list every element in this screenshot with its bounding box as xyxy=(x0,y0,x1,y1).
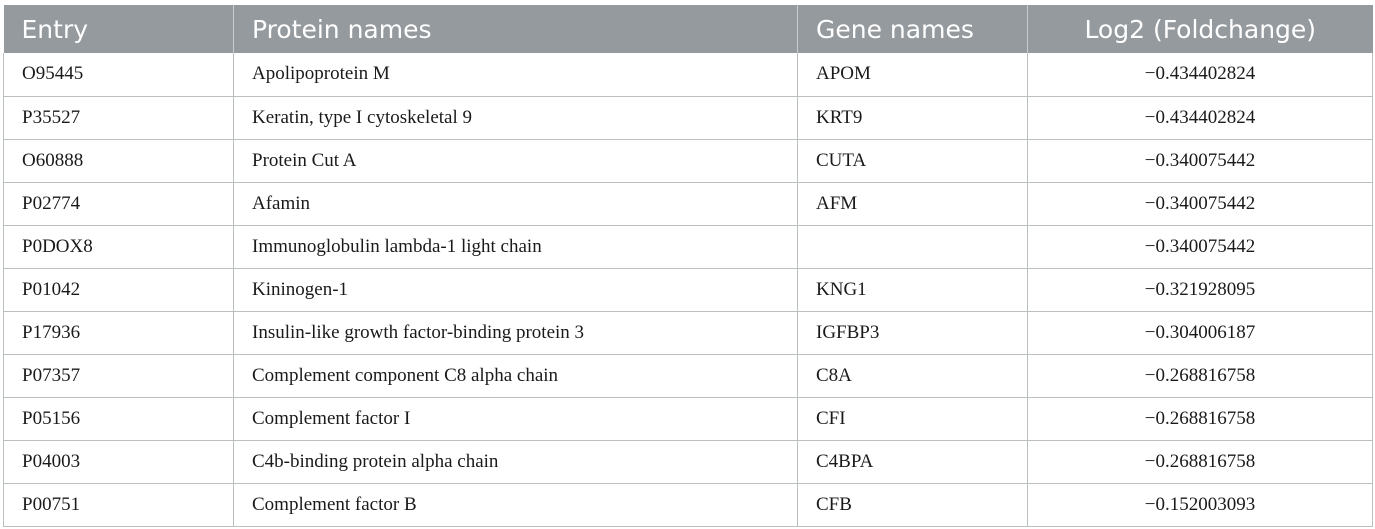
cell-gene: APOM xyxy=(797,53,1028,97)
cell-log2: −0.340075442 xyxy=(1027,224,1373,269)
cell-log2: −0.340075442 xyxy=(1027,138,1373,183)
column-header-gene: Gene names xyxy=(797,5,1028,53)
cell-protein: Complement component C8 alpha chain xyxy=(233,353,798,398)
table-header-row: Entry Protein names Gene names Log2 (Fol… xyxy=(3,5,1373,53)
protein-foldchange-table: Entry Protein names Gene names Log2 (Fol… xyxy=(3,5,1373,527)
cell-entry: P00751 xyxy=(3,482,234,527)
cell-entry: O95445 xyxy=(3,53,234,97)
cell-protein: Insulin-like growth factor-binding prote… xyxy=(233,310,798,355)
cell-entry: P35527 xyxy=(3,95,234,140)
cell-log2: −0.340075442 xyxy=(1027,181,1373,226)
cell-entry: P07357 xyxy=(3,353,234,398)
cell-log2: −0.434402824 xyxy=(1027,95,1373,140)
table-header: Entry Protein names Gene names Log2 (Fol… xyxy=(3,5,1373,53)
cell-gene: C8A xyxy=(797,353,1028,398)
cell-entry: P01042 xyxy=(3,267,234,312)
cell-gene: IGFBP3 xyxy=(797,310,1028,355)
cell-protein: C4b-binding protein alpha chain xyxy=(233,439,798,484)
cell-gene xyxy=(797,224,1028,269)
cell-entry: O60888 xyxy=(3,138,234,183)
column-header-entry: Entry xyxy=(3,5,234,53)
cell-gene: KRT9 xyxy=(797,95,1028,140)
cell-entry: P0DOX8 xyxy=(3,224,234,269)
cell-protein: Afamin xyxy=(233,181,798,226)
cell-protein: Complement factor B xyxy=(233,482,798,527)
cell-entry: P05156 xyxy=(3,396,234,441)
cell-entry: P17936 xyxy=(3,310,234,355)
cell-gene: C4BPA xyxy=(797,439,1028,484)
cell-entry: P04003 xyxy=(3,439,234,484)
cell-log2: −0.152003093 xyxy=(1027,482,1373,527)
cell-log2: −0.268816758 xyxy=(1027,396,1373,441)
cell-log2: −0.268816758 xyxy=(1027,353,1373,398)
cell-protein: Complement factor I xyxy=(233,396,798,441)
column-header-protein: Protein names xyxy=(233,5,798,53)
cell-gene: CUTA xyxy=(797,138,1028,183)
cell-protein: Apolipoprotein M xyxy=(233,53,798,97)
cell-gene: CFB xyxy=(797,482,1028,527)
cell-log2: −0.434402824 xyxy=(1027,53,1373,97)
cell-protein: Protein Cut A xyxy=(233,138,798,183)
column-header-log2: Log2 (Foldchange) xyxy=(1027,5,1373,53)
cell-protein: Keratin, type I cytoskeletal 9 xyxy=(233,95,798,140)
cell-protein: Immunoglobulin lambda-1 light chain xyxy=(233,224,798,269)
cell-gene: CFI xyxy=(797,396,1028,441)
cell-protein: Kininogen-1 xyxy=(233,267,798,312)
cell-log2: −0.304006187 xyxy=(1027,310,1373,355)
cell-entry: P02774 xyxy=(3,181,234,226)
cell-log2: −0.321928095 xyxy=(1027,267,1373,312)
cell-gene: KNG1 xyxy=(797,267,1028,312)
cell-log2: −0.268816758 xyxy=(1027,439,1373,484)
cell-gene: AFM xyxy=(797,181,1028,226)
